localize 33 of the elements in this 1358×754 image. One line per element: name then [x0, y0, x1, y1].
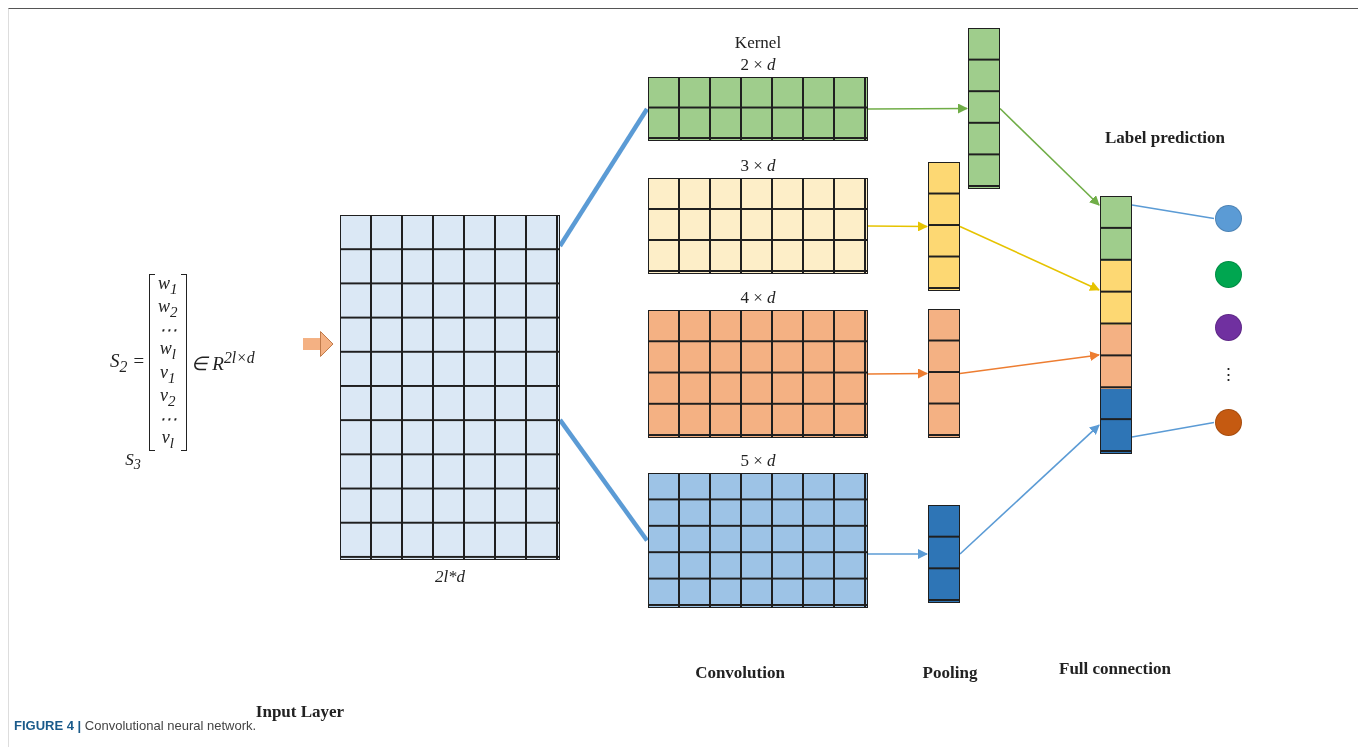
output-node-circle — [1215, 409, 1242, 436]
full-connection-vector — [1100, 196, 1132, 454]
section-title: Input Layer — [255, 702, 346, 722]
dimension-label: 2l*d — [433, 567, 467, 587]
figure-caption: FIGURE 4 | Convolutional neural network. — [14, 718, 257, 733]
output-node-circle — [1215, 314, 1242, 341]
section-title: Label prediction — [1103, 128, 1227, 148]
vector-entry: w$_{l}$ — [159, 338, 176, 363]
output-node-circle — [1215, 261, 1242, 288]
vector-entry: ⋯ — [158, 320, 177, 339]
pooling-vector — [928, 505, 960, 603]
kernel-size-label: 4 × d — [740, 287, 776, 309]
ellipsis-label: ⋮ — [1220, 364, 1236, 385]
kernel-size-label: 2 × d — [740, 54, 776, 76]
pooling-vector — [928, 162, 960, 291]
section-title: Pooling — [921, 663, 979, 683]
formula-symbol: S$_{2}$ = — [110, 349, 145, 376]
pooling-vector — [928, 309, 960, 438]
output-node-circle — [1215, 205, 1242, 232]
vector-entry: v$_{l}$ — [161, 427, 174, 452]
vector-entry: v$_{1}$ — [160, 362, 176, 387]
vector-entry: ⋯ — [158, 409, 177, 428]
kernel-size-label: Kernel — [734, 32, 782, 54]
pooling-vector — [968, 28, 1000, 189]
section-title: Full connection — [1058, 659, 1172, 679]
vector-entry: w$_{1}$ — [158, 273, 178, 298]
formula-symbol: ∈ R$^{2l×d}$ — [190, 349, 255, 376]
symbol-label: S$_{3}$ — [124, 450, 142, 474]
kernel-size-label: 3 × d — [740, 155, 776, 177]
section-title: Convolution — [694, 663, 786, 683]
vector-entry: w$_{2}$ — [158, 297, 178, 321]
vector-entry: v$_{2}$ — [160, 386, 176, 410]
kernel-size-label: 5 × d — [740, 450, 776, 472]
